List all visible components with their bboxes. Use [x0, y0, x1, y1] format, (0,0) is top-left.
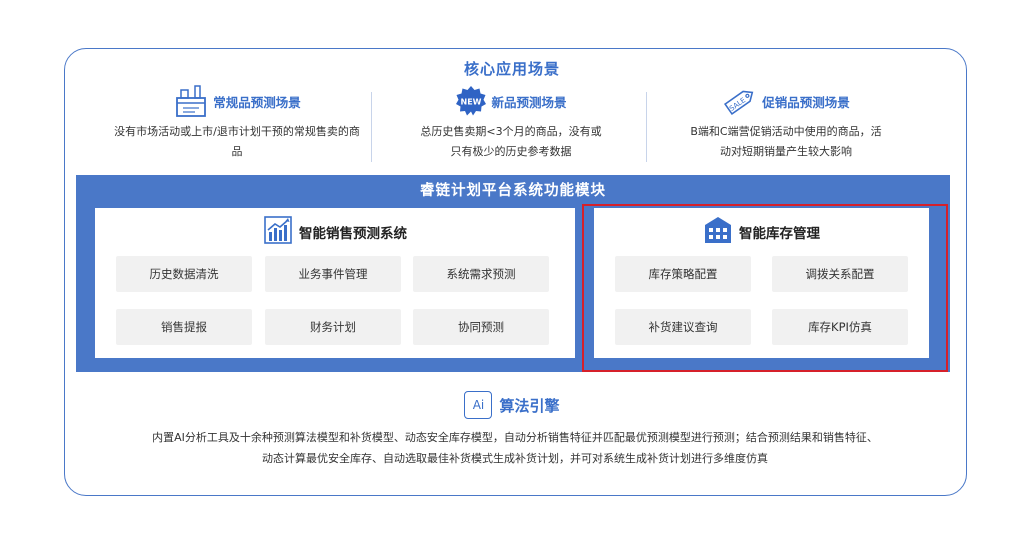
module-collab-forecast: 协同预测	[413, 309, 549, 345]
platform-title: 睿链计划平台系统功能模块	[420, 183, 606, 199]
scenario-name: 促销品预测场景	[762, 94, 850, 110]
ai-icon: Ai	[464, 391, 493, 419]
divider	[371, 92, 372, 162]
algorithm-desc: 内置AI分析工具及十余种预测算法模型和补货模型、动态安全库存模型，自动分析销售特…	[70, 427, 960, 469]
module-replenishment-query: 补货建议查询	[615, 309, 751, 345]
scenario-desc: 没有市场活动或上市/退市计划干预的常规售卖的商品	[114, 125, 360, 158]
divider	[646, 92, 647, 162]
sales-system-title: 智能销售预测系统	[299, 226, 407, 242]
warehouse-icon	[703, 215, 733, 249]
scenario-new: NEW 新品预测场景 总历史售卖期<3个月的商品，没有或只有极少的历史参考数据	[376, 82, 646, 162]
module-inventory-strategy: 库存策略配置	[615, 256, 751, 292]
module-transfer-config: 调拨关系配置	[772, 256, 908, 292]
new-badge-icon: NEW	[455, 85, 487, 117]
scenario-desc: B端和C端营促销活动中使用的商品，活动对短期销量产生较大影响	[690, 125, 882, 158]
scenario-name: 新品预测场景	[491, 94, 567, 110]
highlight-box	[582, 204, 948, 372]
module-history-cleaning: 历史数据清洗	[116, 256, 252, 292]
module-sales-report: 销售提报	[116, 309, 252, 345]
scenario-regular: 常规品预测场景 没有市场活动或上市/退市计划干预的常规售卖的商品	[102, 82, 372, 162]
algorithm-header: Ai 算法引擎	[0, 391, 1024, 419]
grocery-bag-icon	[173, 84, 209, 118]
core-scenarios-title: 核心应用场景	[463, 60, 560, 78]
new-badge-text: NEW	[461, 98, 482, 107]
algorithm-desc-line: 内置AI分析工具及十余种预测算法模型和补货模型、动态安全库存模型，自动分析销售特…	[152, 431, 878, 444]
scenario-promo: SALE 促销品预测场景 B端和C端营促销活动中使用的商品，活动对短期销量产生较…	[651, 82, 921, 162]
module-finance-plan: 财务计划	[265, 309, 401, 345]
module-demand-forecast: 系统需求预测	[413, 256, 549, 292]
scenario-name: 常规品预测场景	[213, 94, 301, 110]
inventory-system-title: 智能库存管理	[739, 226, 820, 242]
module-inventory-kpi-sim: 库存KPI仿真	[772, 309, 908, 345]
module-event-management: 业务事件管理	[265, 256, 401, 292]
sales-forecast-panel: 智能销售预测系统 历史数据清洗 业务事件管理 系统需求预测 销售提报 财务计划 …	[95, 208, 575, 358]
algorithm-desc-line: 动态计算最优安全库存、自动选取最佳补货模式生成补货计划，并可对系统生成补货计划进…	[262, 452, 768, 465]
bar-chart-icon	[263, 215, 293, 249]
scenario-desc: 总历史售卖期<3个月的商品，没有或只有极少的历史参考数据	[420, 125, 602, 158]
algorithm-title: 算法引擎	[499, 396, 560, 415]
sale-tag-icon: SALE	[722, 84, 758, 118]
inventory-panel: 智能库存管理 库存策略配置 调拨关系配置 补货建议查询 库存KPI仿真	[594, 208, 929, 358]
